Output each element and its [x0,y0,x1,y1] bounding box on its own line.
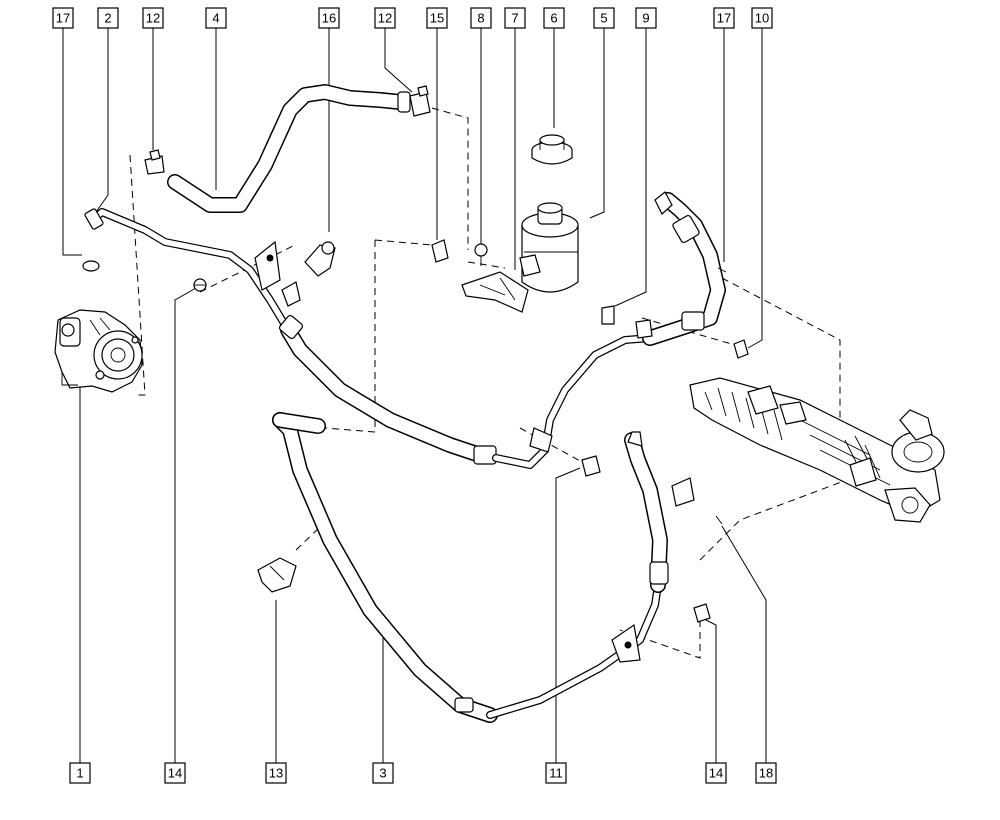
callout-14-left: 14 [164,762,186,784]
mounting-bolt-left [193,278,207,292]
fluid-reservoir [519,202,579,293]
svg-text:3: 3 [379,766,386,781]
hose-clamp-upper [409,85,431,117]
svg-text:4: 4 [212,11,219,26]
callout-7: 7 [504,7,526,29]
hose-bolt [581,455,601,477]
callout-16: 16 [318,7,340,29]
svg-text:12: 12 [378,11,392,26]
lower-hose-assembly [272,412,669,723]
callout-14-right: 14 [705,762,727,784]
callout-12-left: 12 [142,7,164,29]
callout-12-right: 12 [374,7,396,29]
bleed-fitting [281,241,336,307]
svg-text:13: 13 [269,766,283,781]
svg-text:17: 17 [56,11,70,26]
svg-text:8: 8 [477,11,484,26]
svg-text:6: 6 [550,11,557,26]
rack-feed-hose [601,191,726,346]
svg-text:17: 17 [717,11,731,26]
svg-text:15: 15 [430,11,444,26]
callout-labels: 17 2 12 4 16 12 15 8 7 6 5 9 17 10 1 14 … [52,7,777,784]
svg-text:10: 10 [755,11,769,26]
callout-15: 15 [426,7,448,29]
callout-4: 4 [205,7,227,29]
high-pressure-pipe [84,208,292,334]
svg-text:14: 14 [168,766,182,781]
leader-lines [62,25,767,765]
svg-text:7: 7 [511,11,518,26]
hose-clamp-left [144,149,165,175]
svg-text:14: 14 [709,766,723,781]
svg-text:18: 18 [759,766,773,781]
svg-text:2: 2 [104,11,111,26]
o-ring-seal [82,260,100,272]
callout-9: 9 [635,7,657,29]
callout-2: 2 [97,7,119,29]
callout-17-top-right: 17 [713,7,735,29]
svg-text:11: 11 [549,766,563,781]
callout-13: 13 [265,762,287,784]
callout-11: 11 [545,762,567,784]
svg-text:9: 9 [642,11,649,26]
dashed-assembly-lines [129,107,861,659]
callout-17-top-left: 17 [52,7,74,29]
callout-6: 6 [543,7,565,29]
callout-1: 1 [69,762,91,784]
svg-text:5: 5 [600,11,607,26]
return-hose [167,84,411,213]
bracket-screw [474,243,488,266]
callout-8: 8 [470,7,492,29]
pressure-hose [278,314,654,469]
svg-text:16: 16 [322,11,336,26]
hose-support-clip [257,557,297,593]
reservoir-cap [531,134,573,165]
rack-bolt [733,339,749,359]
callout-5: 5 [593,7,615,29]
mounting-bolt-right [693,603,711,623]
power-steering-pump [54,309,143,393]
svg-text:1: 1 [76,766,83,781]
callout-18: 18 [755,762,777,784]
callout-10: 10 [751,7,773,29]
rack-seals [671,267,727,525]
svg-text:12: 12 [146,11,160,26]
retaining-clip [431,239,449,263]
steering-rack [689,377,945,523]
reservoir-bracket [461,271,529,313]
callout-3: 3 [372,762,394,784]
